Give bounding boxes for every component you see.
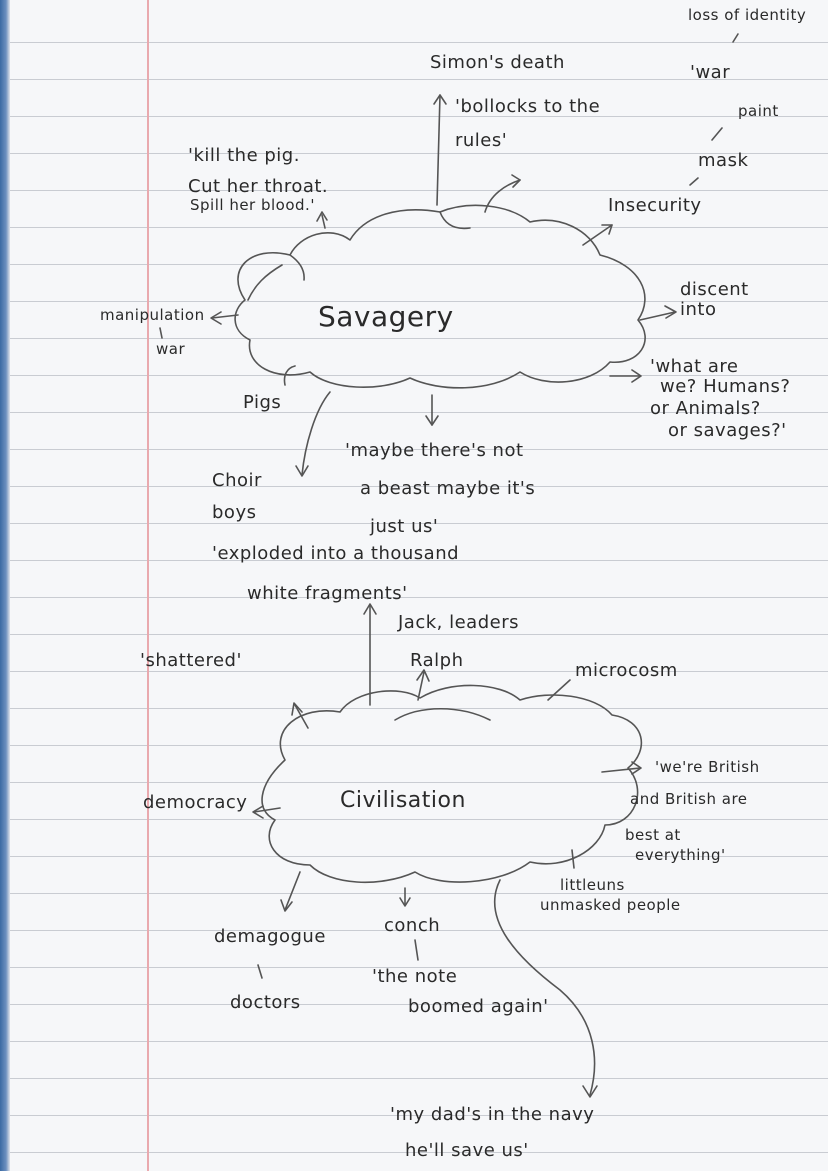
- maybe-beast-line-1: 'maybe there's not: [345, 440, 524, 461]
- civilisation-label: Civilisation: [340, 788, 466, 813]
- democracy-text: democracy: [143, 792, 248, 813]
- paint-text: paint: [738, 102, 779, 120]
- loss-of-identity-text: loss of identity: [688, 6, 807, 24]
- mask-text: mask: [698, 150, 749, 171]
- choir-boys-line-2: boys: [212, 502, 257, 523]
- discent-text: discent into: [680, 279, 749, 320]
- what-are-we-line-1: 'what are: [650, 356, 739, 377]
- kill-pig-line-1: 'kill the pig.: [188, 145, 300, 166]
- were-british-line-3: best at: [625, 826, 681, 844]
- littleuns-line-2: unmasked people: [540, 896, 681, 914]
- shattered-text: 'shattered': [140, 650, 242, 671]
- demagogue-text: demagogue: [214, 926, 326, 947]
- pigs-text: Pigs: [243, 392, 282, 413]
- savagery-cloud: [234, 204, 646, 389]
- kill-pig-line-2: Cut her throat.: [188, 176, 329, 197]
- war-right-text: 'war: [690, 62, 731, 83]
- bollocks-quote: 'bollocks to the rules': [455, 96, 601, 151]
- maybe-beast-line-2: a beast maybe it's: [360, 478, 536, 499]
- note-line-2: boomed again': [408, 996, 549, 1017]
- microcosm-text: microcosm: [575, 660, 678, 681]
- manipulation-text: manipulation: [100, 306, 205, 324]
- what-are-we-line-4: or savages?': [668, 420, 787, 441]
- daddy-line-1: 'my dad's in the navy: [390, 1104, 595, 1125]
- margin-line: [147, 0, 149, 1171]
- what-are-we-line-2: we? Humans?: [660, 376, 791, 397]
- note-line-1: 'the note: [372, 966, 458, 987]
- savagery-label: Savagery: [318, 300, 454, 333]
- exploded-line-2: white fragments': [247, 583, 408, 604]
- littleuns-line-1: littleuns: [560, 876, 625, 894]
- were-british-line-4: everything': [635, 846, 726, 864]
- maybe-beast-line-3: just us': [370, 516, 439, 537]
- exploded-line-1: 'exploded into a thousand: [212, 543, 460, 564]
- notebook-edge: [0, 0, 10, 1171]
- were-british-line-1: 'we're British: [655, 758, 760, 776]
- kill-pig-line-3: Spill her blood.': [190, 196, 315, 214]
- simons-death-text: Simon's death: [430, 52, 565, 73]
- leaders-line-1: Jack, leaders: [398, 612, 519, 633]
- insecurity-text: Insecurity: [608, 195, 702, 216]
- choir-boys-line-1: Choir: [212, 470, 262, 491]
- war-left-text: war: [156, 340, 186, 358]
- daddy-line-2: he'll save us': [405, 1140, 529, 1161]
- conch-text: conch: [384, 915, 441, 936]
- what-are-we-line-3: or Animals?: [650, 398, 761, 419]
- civilisation-cloud: [261, 684, 643, 884]
- doctors-text: doctors: [230, 992, 301, 1013]
- were-british-line-2: and British are: [630, 790, 748, 808]
- leaders-line-2: Ralph: [410, 650, 464, 671]
